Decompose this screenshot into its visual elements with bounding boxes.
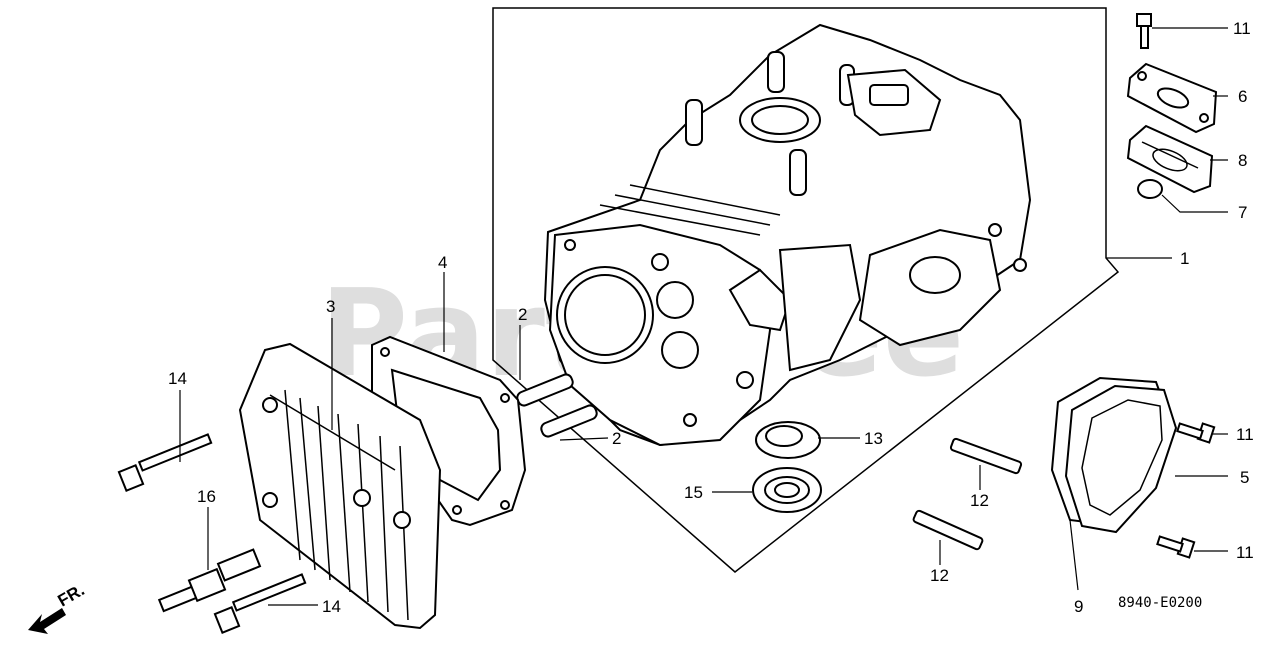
ball-bearing[interactable] — [752, 467, 822, 513]
callout-11-low: 11 — [1236, 543, 1254, 562]
assembly-boundary — [492, 7, 1120, 573]
callout-7: 7 — [1238, 203, 1247, 222]
callout-1: 1 — [1180, 249, 1189, 268]
cylinder-head[interactable] — [238, 342, 442, 630]
side-cover[interactable] — [1064, 384, 1178, 534]
callout-8: 8 — [1238, 151, 1247, 170]
callout-6: 6 — [1238, 87, 1247, 106]
callout-4: 4 — [438, 253, 447, 272]
diagram-code: 8940-E0200 — [1118, 595, 1202, 611]
breather-gasket[interactable] — [1126, 124, 1214, 194]
flange-bolt-top[interactable] — [1136, 13, 1152, 49]
oil-seal[interactable] — [755, 421, 821, 459]
callout-2-lower: 2 — [612, 429, 621, 448]
head-bolt-lower[interactable] — [213, 573, 307, 634]
flange-bolt-mid[interactable] — [1176, 422, 1216, 444]
callout-13: 13 — [864, 429, 883, 448]
head-bolt-upper[interactable] — [117, 433, 213, 492]
callout-12-upper: 12 — [970, 491, 989, 510]
callout-2-upper: 2 — [518, 305, 527, 324]
plug-cap[interactable] — [1137, 179, 1163, 199]
spark-plug[interactable] — [157, 548, 262, 613]
stud-bolt-lower[interactable] — [912, 509, 984, 551]
callout-14-lower: 14 — [322, 597, 341, 616]
dowel-pin-lower[interactable] — [539, 404, 598, 439]
stud-bolt-upper[interactable] — [949, 437, 1023, 475]
callout-12-lower: 12 — [930, 566, 949, 585]
front-arrow-icon — [28, 608, 66, 634]
callout-3: 3 — [326, 297, 335, 316]
cylinder-block[interactable] — [543, 23, 1032, 447]
callout-16: 16 — [197, 487, 216, 506]
callout-9: 9 — [1074, 597, 1083, 616]
head-gasket[interactable] — [371, 335, 527, 527]
flange-bolt-low[interactable] — [1156, 535, 1196, 559]
callout-11-mid: 11 — [1236, 425, 1254, 444]
front-marker: FR. — [55, 580, 88, 610]
callout-15: 15 — [684, 483, 703, 502]
leader-lines — [179, 27, 1228, 606]
callout-5: 5 — [1240, 468, 1249, 487]
callout-14-upper: 14 — [168, 369, 187, 388]
breather-plate[interactable] — [1126, 62, 1218, 134]
callout-11-top: 11 — [1233, 19, 1251, 38]
